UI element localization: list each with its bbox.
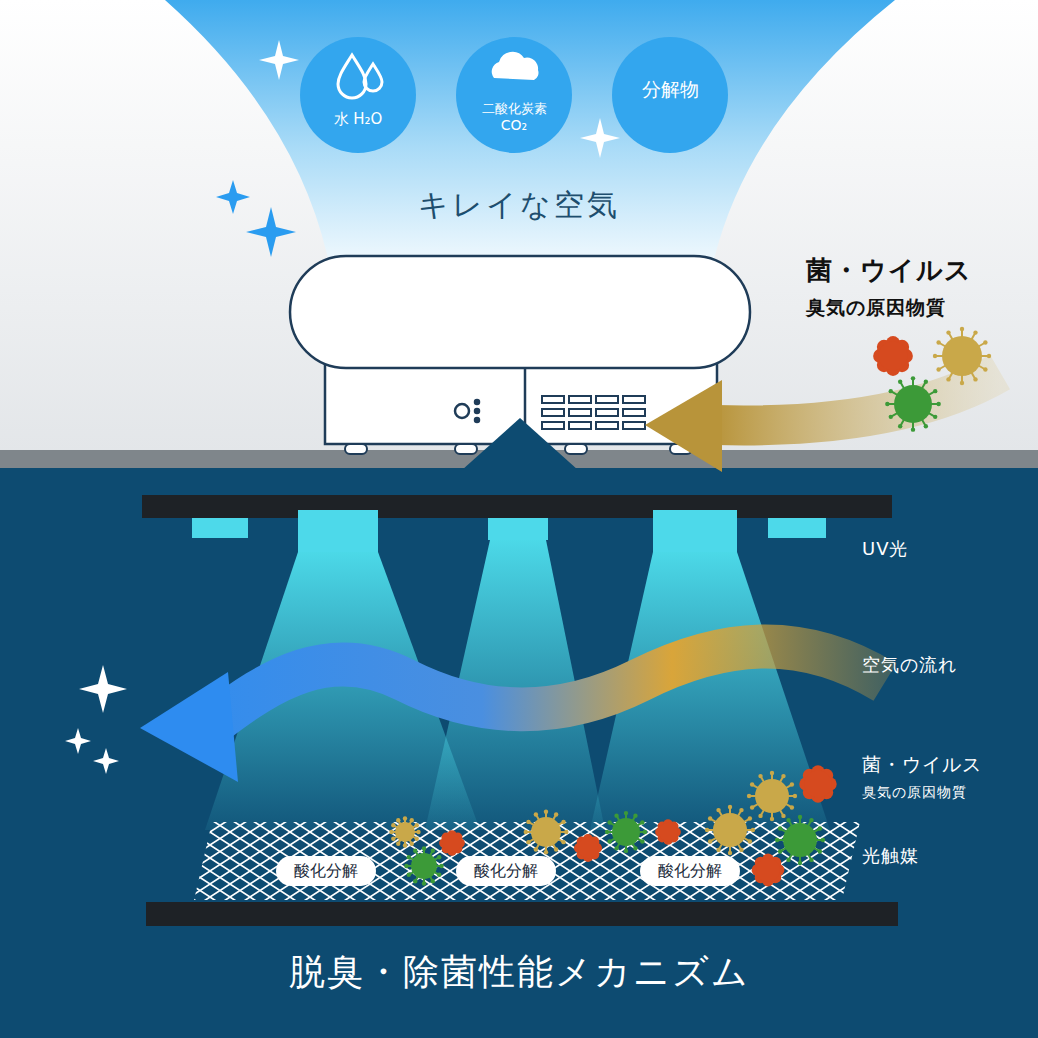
node-text: 分解物 xyxy=(642,78,699,102)
output-circle xyxy=(612,37,728,153)
germs xyxy=(389,327,991,887)
germ-icon xyxy=(752,854,785,887)
node-text: CO₂ xyxy=(501,117,527,135)
lamp-bar xyxy=(142,495,892,518)
water-drop-icon xyxy=(338,55,382,98)
node-text: 二酸化炭素 xyxy=(482,101,547,117)
germ-icon xyxy=(655,819,681,845)
node-text: 酸化分解 xyxy=(658,861,722,881)
output-circle xyxy=(300,37,416,153)
output-circle: 二酸化炭素CO₂ xyxy=(456,37,572,153)
output-circle xyxy=(456,37,572,153)
clean-air-glow xyxy=(165,0,895,268)
uv-lamp xyxy=(192,510,826,552)
air-flow-arrowhead xyxy=(140,672,238,782)
germ-icon xyxy=(873,336,913,376)
cloud-icon xyxy=(492,52,539,80)
germ-icon xyxy=(439,830,465,856)
germ-icon xyxy=(933,327,991,385)
room-background xyxy=(0,0,1038,452)
base-bar xyxy=(146,902,898,926)
process-pill: 酸化分解 xyxy=(456,856,556,886)
callout-label: UV光 xyxy=(862,537,909,561)
germ-icon xyxy=(524,810,569,855)
air-flow-arrow xyxy=(215,646,885,722)
node-text: 酸化分解 xyxy=(474,861,538,881)
node-text: 酸化分解 xyxy=(294,861,358,881)
callout-label: 菌・ウイルス xyxy=(862,752,982,778)
intake-arrowhead xyxy=(645,380,722,472)
germ-icon xyxy=(605,811,647,853)
germ-icon xyxy=(574,834,602,862)
node-text: 水 H₂O xyxy=(334,110,383,129)
intake-arrow xyxy=(715,372,1000,425)
diagram-title: 脱臭・除菌性能メカニズム xyxy=(289,948,750,997)
output-circle: 分解物 xyxy=(612,37,728,153)
callout-label: 菌・ウイルス xyxy=(806,253,972,288)
germ-icon xyxy=(775,815,825,865)
germ-icon xyxy=(389,816,420,847)
germ-icon xyxy=(705,805,755,855)
germ-icon xyxy=(799,765,836,802)
caption-text: キレイな空気 xyxy=(418,185,620,226)
photocatalyst-mesh xyxy=(194,822,860,900)
germ-icon xyxy=(747,771,797,821)
process-pill: 酸化分解 xyxy=(640,856,740,886)
callout-label: 臭気の原因物質 xyxy=(806,295,946,321)
germ-icon xyxy=(885,376,941,432)
output-circle: 水 H₂O xyxy=(300,37,416,153)
callout-label: 臭気の原因物質 xyxy=(862,784,967,802)
callout-label: 空気の流れ xyxy=(862,653,957,677)
callout-label: 光触媒 xyxy=(862,844,919,868)
process-pill: 酸化分解 xyxy=(276,856,376,886)
zoom-pointer xyxy=(462,418,578,470)
germ-icon xyxy=(404,846,443,886)
inner-background xyxy=(0,468,1038,1038)
